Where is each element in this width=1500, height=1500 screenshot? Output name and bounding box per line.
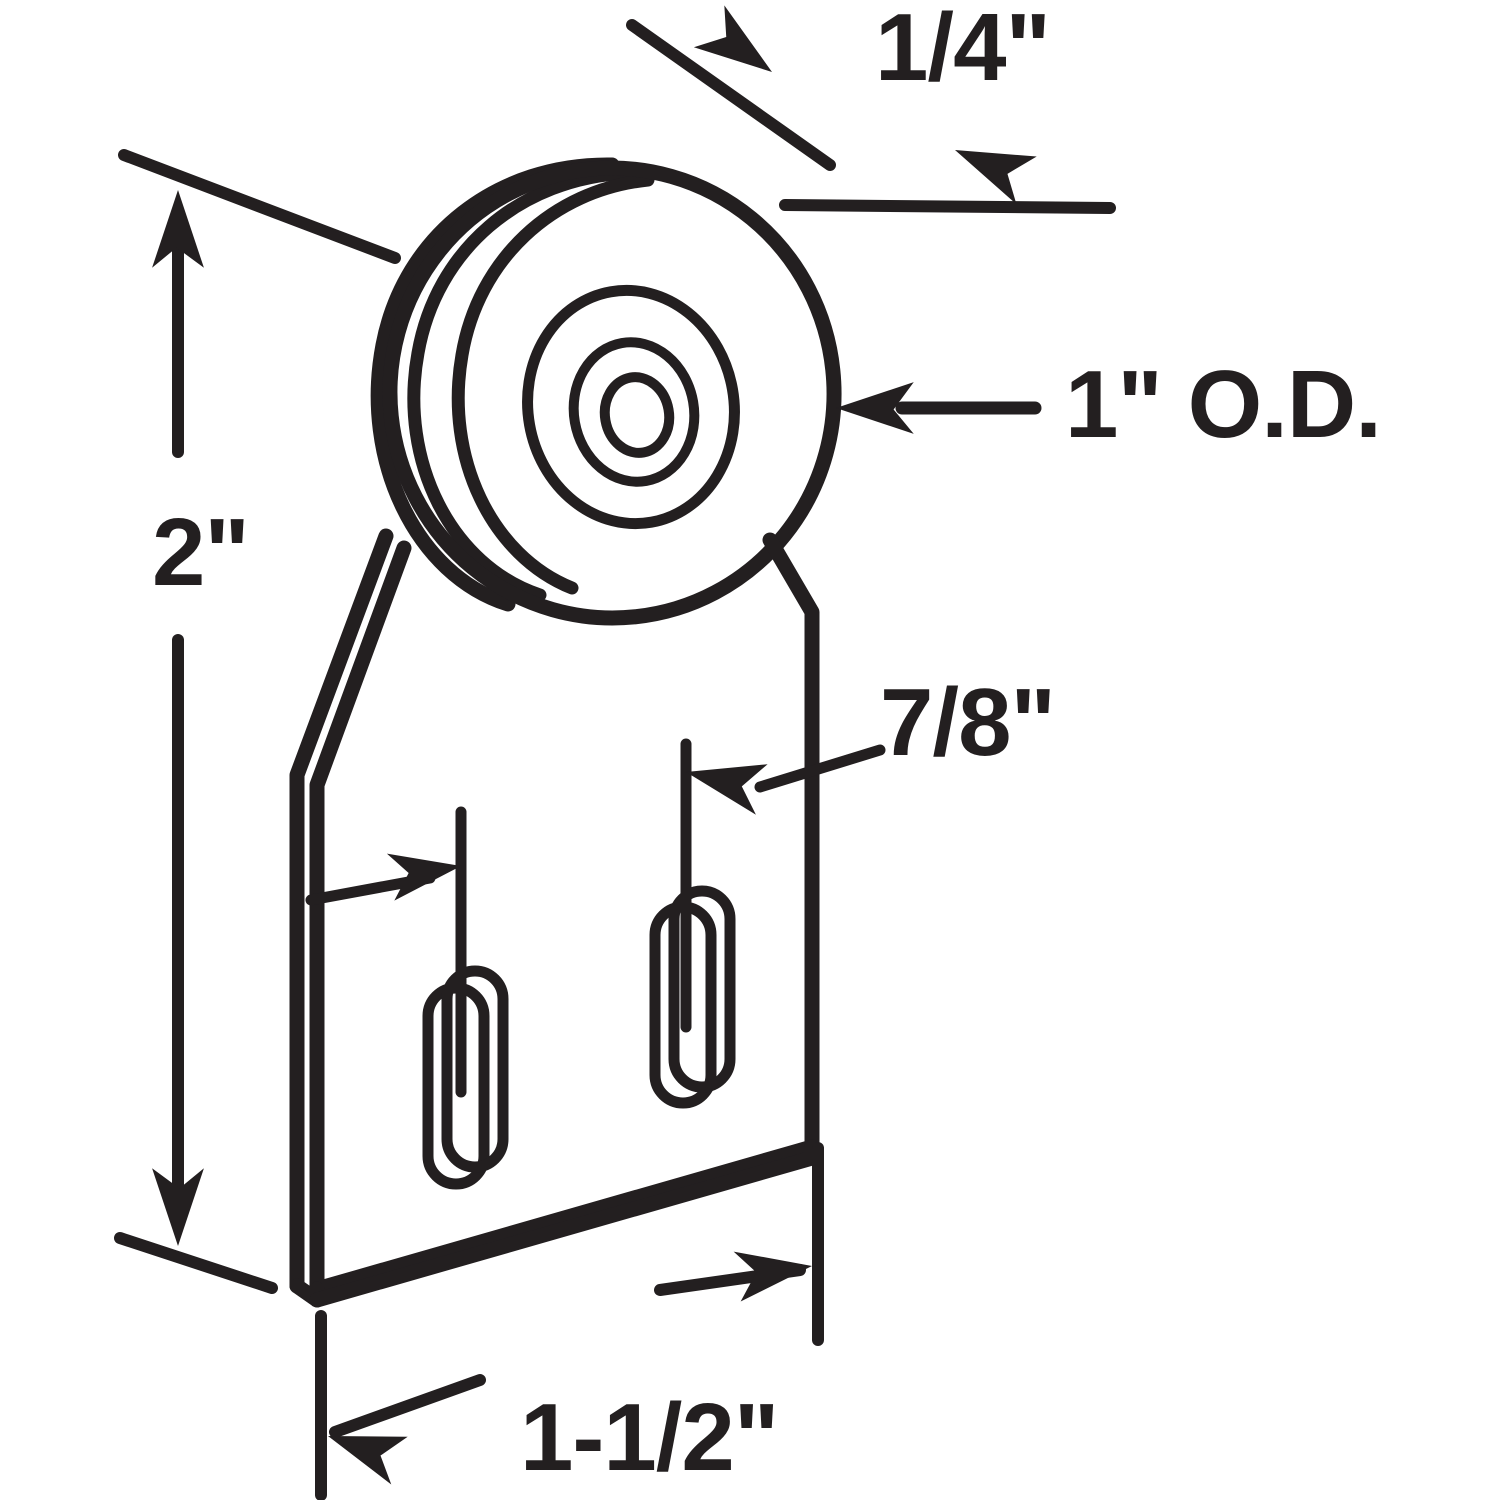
seven-eighths-left-arrowhead: [386, 842, 465, 901]
dimension-leaders-seven-eighths: [305, 738, 886, 1098]
dimension-leaders-one-and-half-inch: [315, 1142, 824, 1500]
dimension-text-labels: 1/4" 1" O.D. 7/8" 2" 1-1/2": [152, 0, 1382, 1491]
wheel-outer-circle: [382, 160, 842, 626]
seven-eighths-right-arrowhead: [680, 746, 768, 815]
dimension-label-slot-spacing: 7/8": [880, 669, 1055, 776]
seven-eighths-right-leader-line: [754, 744, 886, 793]
wheel-groove-wall: [451, 173, 655, 595]
width-left-leader-line: [329, 1374, 486, 1438]
wheel-axle-bore: [599, 372, 675, 458]
two-inch-lower-extension-line: [114, 1232, 278, 1294]
quarter-inch-upper-extension-line: [626, 19, 836, 171]
dimension-leaders-quarter-inch: [626, 19, 1116, 214]
wheel-hub-outer-ring: [522, 284, 740, 530]
dimension-label-wheel-thickness: 1/4": [875, 0, 1050, 101]
dimension-label-overall-height: 2": [152, 499, 249, 606]
roller-wheel: [370, 157, 842, 626]
right-slot-back-outline: [649, 901, 717, 1109]
dimension-label-overall-width: 1-1/2": [520, 1384, 778, 1491]
plate-thickness-back-edge: [289, 528, 394, 1294]
wheel-hub-mid-ring: [568, 337, 700, 487]
two-inch-upper-extension-line: [118, 149, 401, 264]
dimension-label-wheel-outside-diameter: 1" O.D.: [1065, 351, 1381, 458]
quarter-inch-lower-extension-line: [779, 199, 1116, 214]
left-slot-back-outline: [422, 982, 490, 1190]
wheel-rim-mid-edge: [407, 166, 635, 602]
plate-front-face-outline: [309, 532, 820, 1297]
dimension-leaders-two-inch: [114, 149, 401, 1294]
quarter-inch-arrow-bottom: [944, 126, 1037, 205]
